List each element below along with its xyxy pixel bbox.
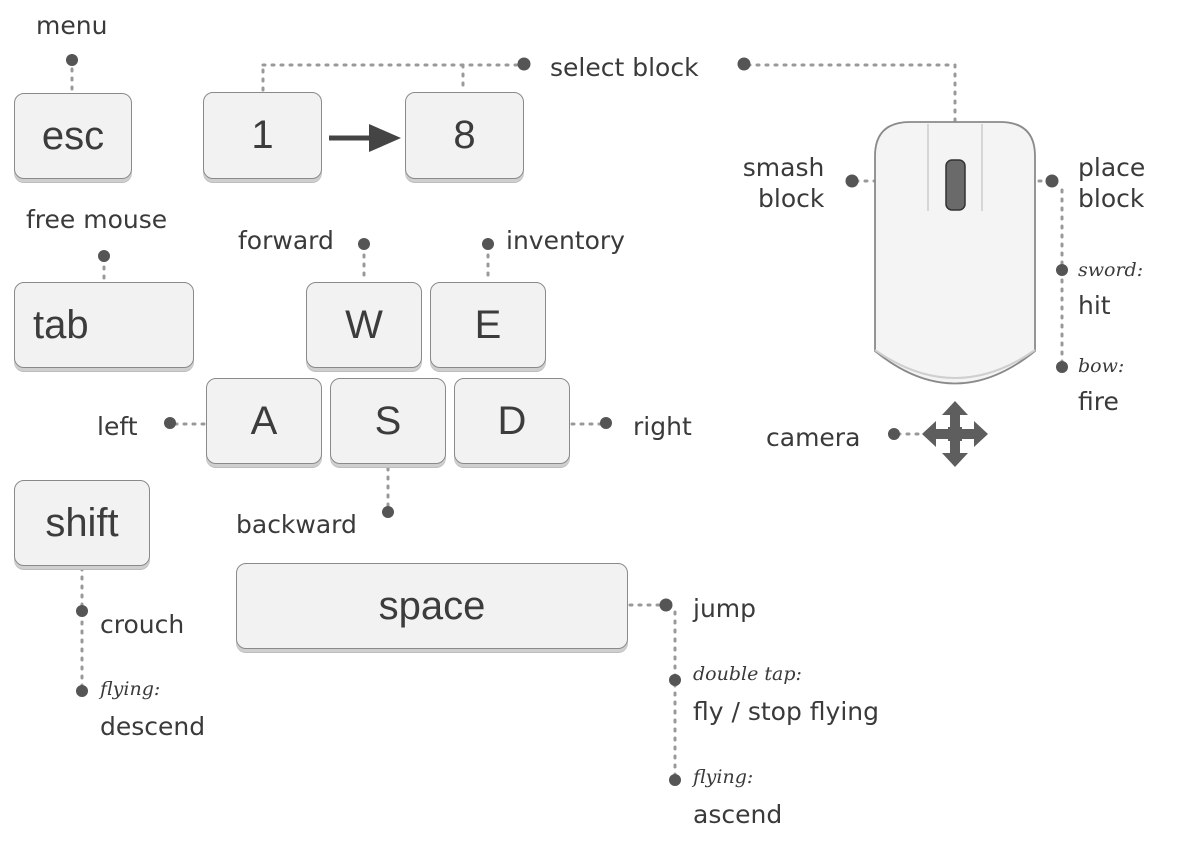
right-label: right (633, 412, 692, 441)
jump-label: jump (693, 594, 757, 623)
forward-label: forward (238, 226, 334, 255)
mouse-icon (874, 121, 1036, 385)
smash-label-line1: smash (742, 153, 825, 182)
free-mouse-label: free mouse (26, 205, 168, 234)
d-key: D (454, 378, 570, 464)
descend-label: descend (100, 712, 206, 741)
flying-shift-label: flying: (100, 678, 161, 700)
backward-label: backward (236, 510, 357, 539)
menu-label: menu (36, 11, 108, 40)
number-1-key: 1 (203, 92, 322, 179)
place-block-label: place block (1078, 152, 1145, 215)
smash-label-line2: block (758, 184, 825, 214)
crouch-label: crouch (100, 610, 185, 639)
double-tap-label: double tap: (693, 663, 802, 685)
fire-label: fire (1078, 387, 1119, 416)
left-label: left (97, 412, 138, 441)
a-key: A (206, 378, 322, 464)
inventory-label: inventory (506, 226, 625, 255)
space-key: space (236, 563, 628, 649)
bow-label: bow: (1078, 355, 1125, 377)
e-key: E (430, 282, 546, 368)
shift-key: shift (14, 480, 150, 566)
fly-stop-label: fly / stop flying (693, 697, 879, 726)
tab-key: tab (14, 282, 194, 368)
number-8-key: 8 (405, 92, 524, 179)
esc-key: esc (14, 93, 132, 179)
smash-block-label: smash block (740, 152, 825, 215)
hit-label: hit (1078, 291, 1111, 320)
ascend-label: ascend (693, 800, 783, 829)
flying-space-label: flying: (693, 766, 754, 788)
move-arrows-icon (922, 401, 988, 467)
w-key: W (306, 282, 422, 368)
select-block-label: select block (550, 53, 699, 82)
s-key: S (330, 378, 446, 464)
place-label-line1: place (1078, 153, 1146, 182)
place-label-line2: block (1078, 184, 1145, 214)
right-arrow-icon (329, 124, 401, 152)
sword-label: sword: (1078, 259, 1144, 281)
camera-label: camera (766, 423, 861, 452)
